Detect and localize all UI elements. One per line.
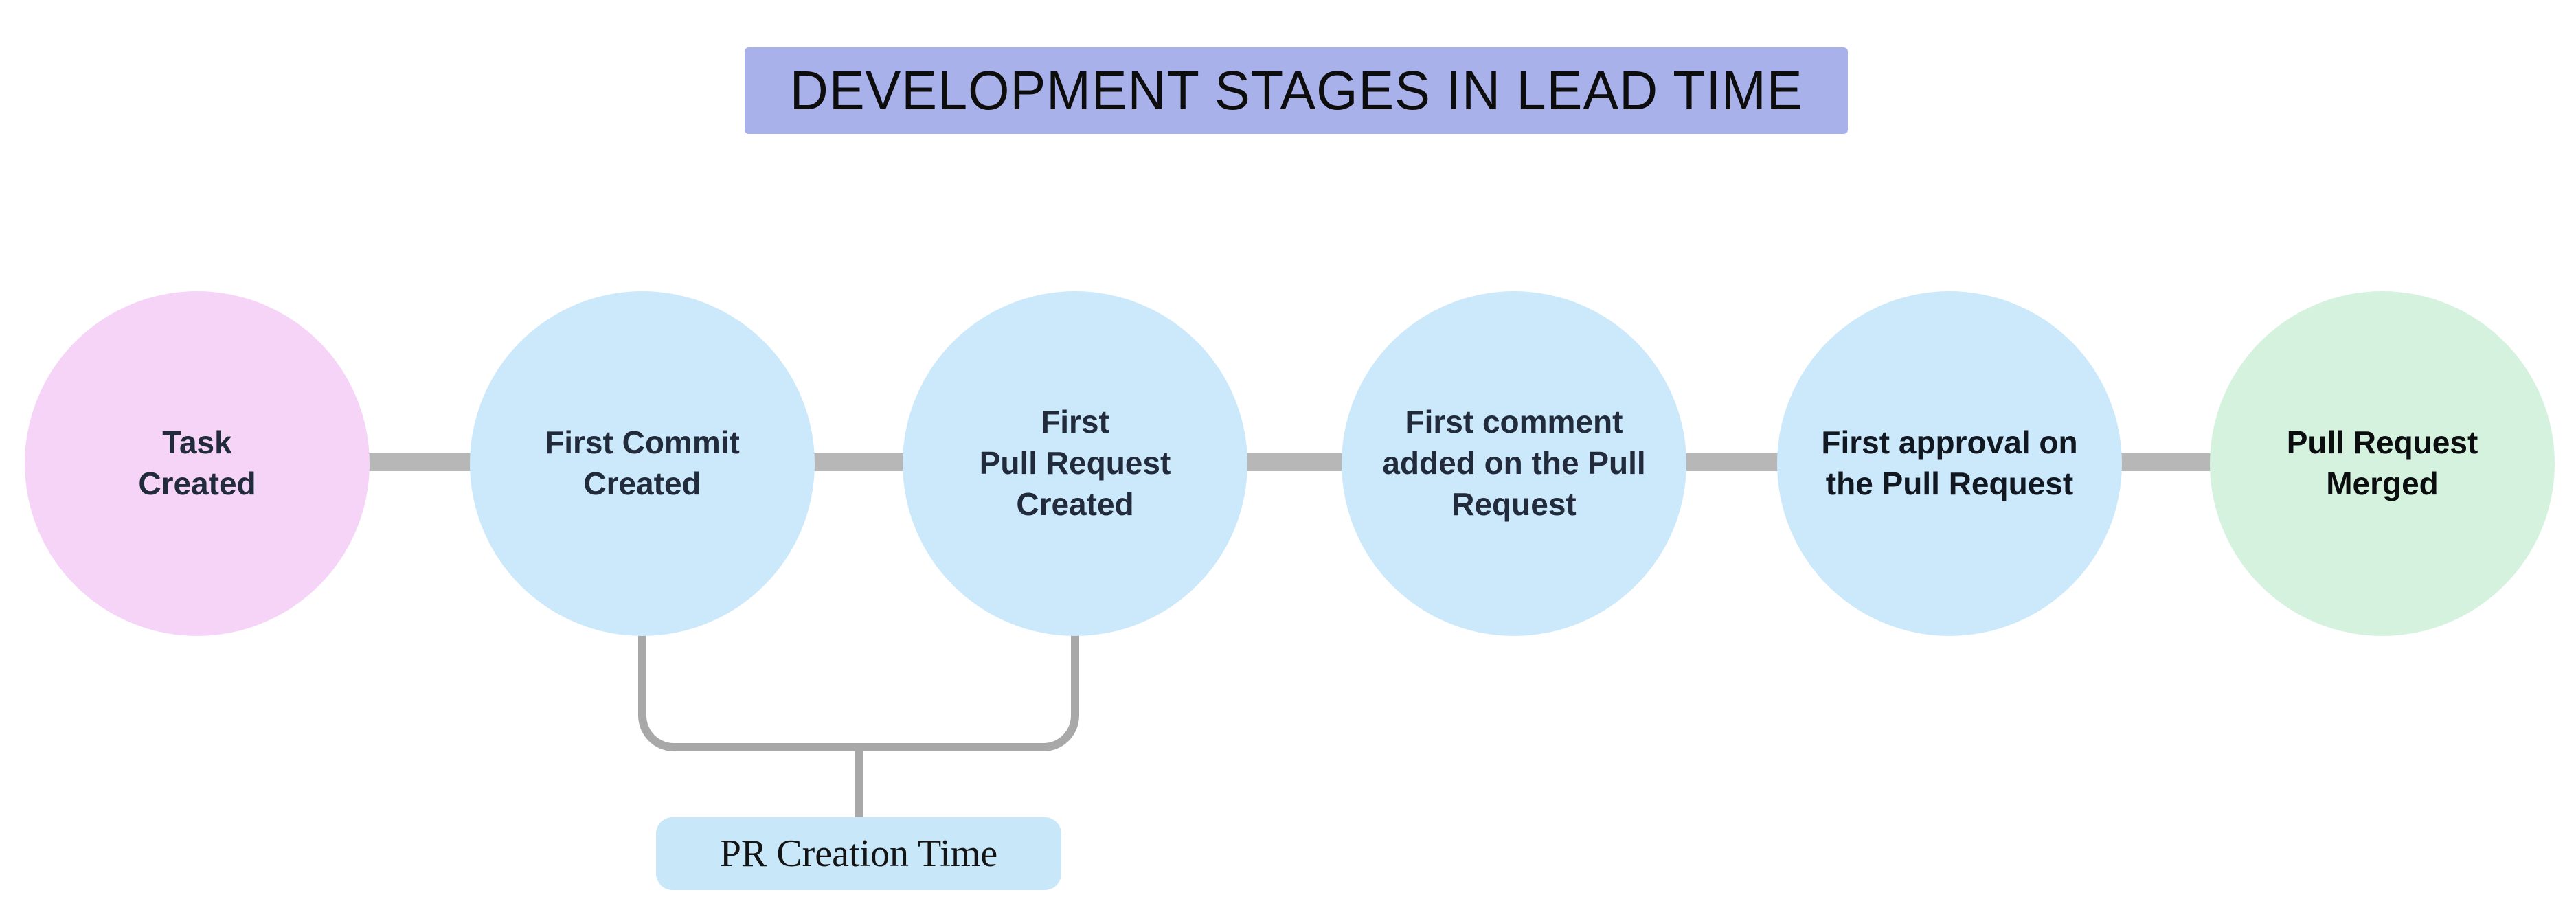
diagram-title-banner: DEVELOPMENT STAGES IN LEAD TIME [745, 47, 1848, 134]
stage-circle-first-approval: First approval on the Pull Request [1777, 291, 2122, 636]
pr-creation-time-text: PR Creation Time [719, 832, 998, 875]
diagram-title-text: DEVELOPMENT STAGES IN LEAD TIME [789, 60, 1803, 121]
stage-circle-first-commit-created: First Commit Created [470, 291, 815, 636]
stage-label-first-approval: First approval on the Pull Request [1821, 424, 2078, 501]
stage-label-first-commit-created: First Commit Created [545, 424, 740, 501]
stage-circle-pull-request-merged: Pull Request Merged [2210, 291, 2555, 636]
stage-label-first-pull-request-created: First Pull Request Created [979, 404, 1171, 522]
stage-label-pull-request-merged: Pull Request Merged [2286, 424, 2478, 501]
stage-label-first-comment-added: First comment added on the Pull Request [1382, 404, 1646, 522]
stage-circle-first-comment-added: First comment added on the Pull Request [1342, 291, 1686, 636]
stage-label-task-created: Task Created [138, 424, 256, 501]
pr-creation-bracket-stem [855, 747, 863, 819]
pr-creation-time-label: PR Creation Time [656, 817, 1061, 890]
pr-creation-bracket [638, 628, 1079, 751]
stage-circle-task-created: Task Created [25, 291, 370, 636]
stage-circle-first-pull-request-created: First Pull Request Created [903, 291, 1247, 636]
